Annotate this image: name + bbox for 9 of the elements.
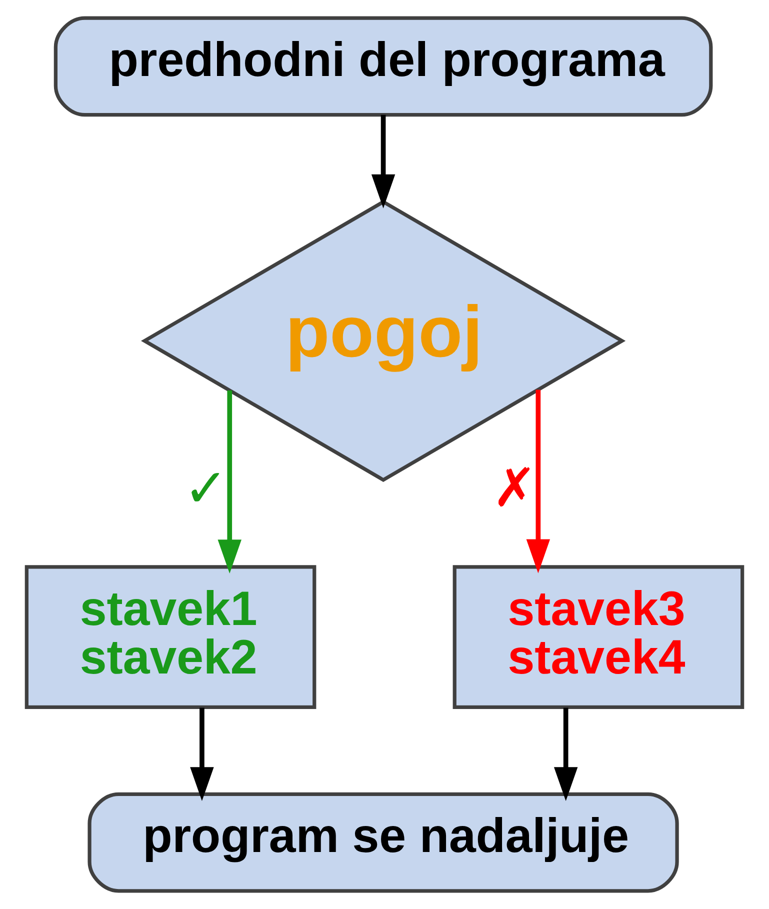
arrow [554,708,578,802]
arrow [526,390,550,574]
node-box: predhodni del programa [54,16,713,117]
arrow [371,114,396,208]
node-box: stavek1 stavek2 [24,565,316,709]
arrow [190,708,214,802]
arrow [218,390,242,574]
node-box: stavek3 stavek4 [452,565,744,709]
node-box: program se nadaljuje [88,792,679,893]
